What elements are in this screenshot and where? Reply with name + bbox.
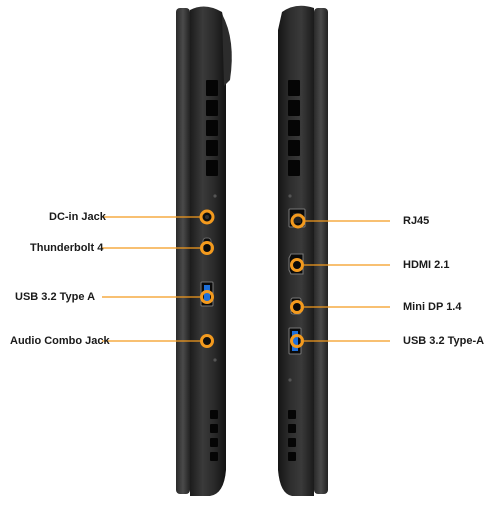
- label-usb-a-right: USB 3.2 Type-A: [403, 335, 485, 347]
- callout-marker-usb-left: [200, 290, 214, 304]
- label-mini-dp: Mini DP 1.4: [403, 301, 462, 313]
- left-callouts: [102, 209, 215, 348]
- right-callouts: [290, 213, 390, 348]
- callout-marker-dc: [199, 209, 215, 225]
- label-rj45: RJ45: [403, 215, 430, 227]
- label-thunderbolt: Thunderbolt 4: [30, 242, 104, 254]
- right-lid-panel: [314, 8, 328, 494]
- callout-marker-rj45: [290, 213, 306, 229]
- label-hdmi: HDMI 2.1: [403, 259, 450, 271]
- label-usb-a-left: USB 3.2 Type A: [15, 291, 96, 303]
- right-vents: [288, 80, 300, 461]
- thunderbolt-port: [202, 237, 212, 254]
- label-audio-combo-jack: Audio Combo Jack: [10, 335, 110, 347]
- left-lid-panel: [176, 8, 190, 494]
- callout-marker-audio: [200, 334, 214, 348]
- callout-marker-usb-right: [290, 334, 304, 348]
- right-body: [278, 5, 314, 496]
- left-vents: [206, 80, 218, 461]
- laptop-right-side: [278, 5, 328, 496]
- callout-marker-thunderbolt: [200, 241, 214, 255]
- callout-marker-hdmi: [290, 258, 304, 272]
- callout-marker-minidp: [290, 300, 304, 314]
- left-hinge: [222, 14, 232, 86]
- label-dc-in-jack: DC-in Jack: [49, 211, 106, 223]
